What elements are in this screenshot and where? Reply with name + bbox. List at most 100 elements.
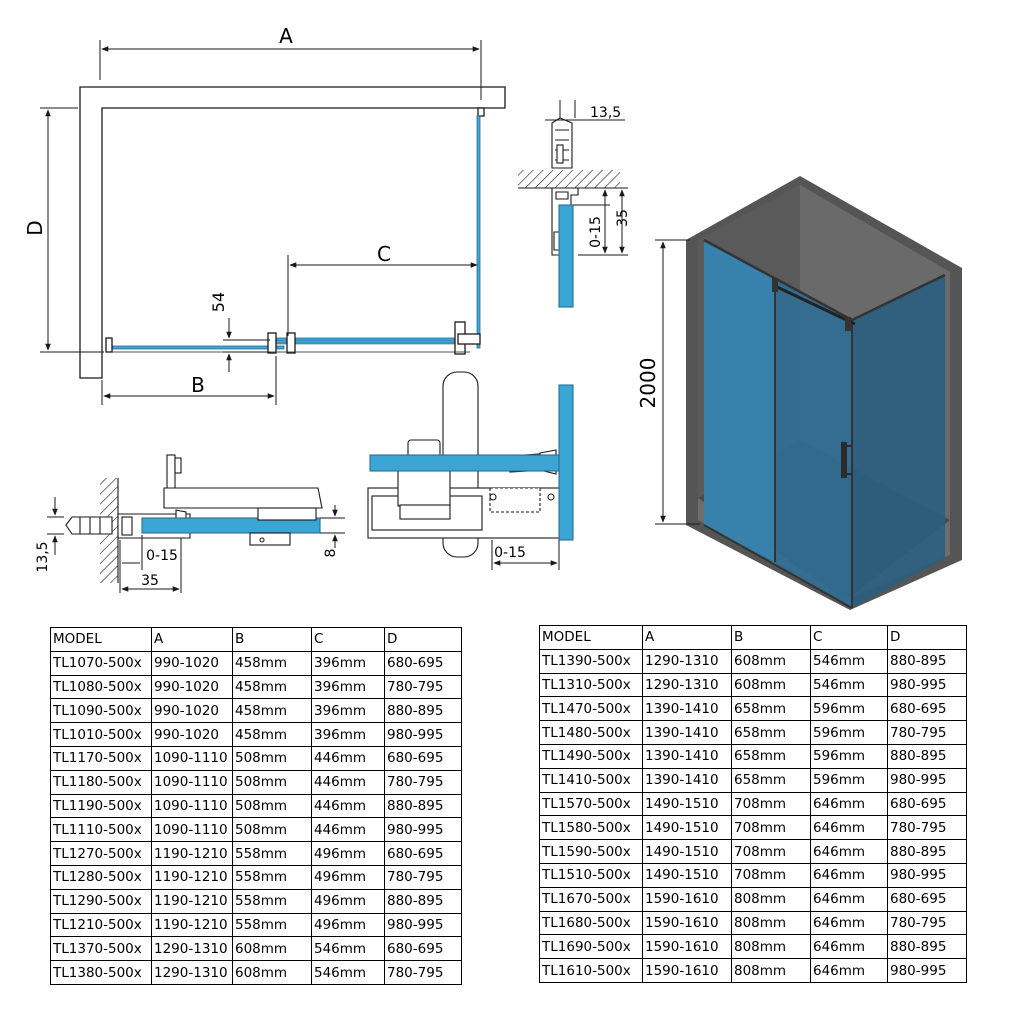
table-cell: TL1080-500x bbox=[50, 674, 152, 700]
table-cell: 608mm bbox=[232, 960, 312, 985]
table-cell: 1190-1210 bbox=[151, 841, 233, 866]
table-cell: 396mm bbox=[311, 674, 385, 700]
table-cell: TL1280-500x bbox=[50, 864, 152, 890]
table-cell: 880-895 bbox=[384, 888, 462, 914]
table-cell: TL1680-500x bbox=[539, 910, 643, 936]
table-cell: 508mm bbox=[232, 793, 312, 819]
plan-label-b: B bbox=[191, 373, 205, 397]
table-cell: 880-895 bbox=[887, 648, 967, 674]
table-cell: TL1010-500x bbox=[50, 722, 152, 747]
table-cell: 680-695 bbox=[384, 936, 462, 962]
table-cell: 708mm bbox=[731, 839, 811, 864]
table-cell: 546mm bbox=[810, 672, 888, 698]
plan-front-glass-door bbox=[271, 337, 478, 342]
table-cell: 1190-1210 bbox=[151, 864, 233, 890]
table-cell: 780-795 bbox=[887, 910, 967, 936]
table-cell: 558mm bbox=[232, 864, 312, 890]
column-header: D bbox=[887, 625, 967, 650]
profile-bottom-left-dim-depth: 35 bbox=[141, 573, 159, 589]
table-cell: 680-695 bbox=[384, 745, 462, 771]
table-cell: TL1480-500x bbox=[539, 720, 643, 745]
profile-bottom-left-glass bbox=[141, 517, 321, 534]
table-cell: TL1690-500x bbox=[539, 934, 643, 960]
column-header: MODEL bbox=[539, 625, 643, 650]
table-cell: 880-895 bbox=[887, 839, 967, 864]
table-cell: 680-695 bbox=[887, 886, 967, 912]
plan-wall bbox=[79, 86, 506, 379]
column-header: C bbox=[810, 625, 888, 650]
table-cell: TL1590-500x bbox=[539, 839, 643, 864]
table-cell: 646mm bbox=[810, 815, 888, 841]
table-cell: 708mm bbox=[731, 815, 811, 841]
profile-bottom-left-dimensions bbox=[47, 497, 345, 593]
table-cell: 880-895 bbox=[384, 698, 462, 724]
table-cell: 596mm bbox=[810, 743, 888, 769]
table-cell: 658mm bbox=[731, 743, 811, 769]
table-cell: 1590-1610 bbox=[642, 934, 732, 960]
table-cell: 458mm bbox=[232, 650, 312, 676]
roller-detail bbox=[367, 371, 574, 558]
table-cell: 546mm bbox=[810, 648, 888, 674]
table-cell: TL1110-500x bbox=[50, 817, 152, 843]
table-cell: TL1270-500x bbox=[50, 841, 152, 866]
table-cell: TL1390-500x bbox=[539, 648, 643, 674]
render-side-glass bbox=[852, 275, 945, 608]
plan-label-a: A bbox=[279, 24, 293, 48]
profile-bottom-left-dim-adjust: 0-15 bbox=[146, 548, 178, 564]
table-cell: 1390-1410 bbox=[642, 767, 732, 793]
table-cell: TL1210-500x bbox=[50, 912, 152, 938]
table-cell: 1590-1610 bbox=[642, 910, 732, 936]
render-height-dimension bbox=[655, 239, 700, 525]
table-cell: 808mm bbox=[731, 886, 811, 912]
column-header: C bbox=[311, 627, 385, 652]
table-cell: TL1510-500x bbox=[539, 862, 643, 888]
table-cell: 1290-1310 bbox=[151, 960, 233, 985]
table-cell: 396mm bbox=[311, 698, 385, 724]
table-cell: 1390-1410 bbox=[642, 743, 732, 769]
table-cell: 808mm bbox=[731, 958, 811, 983]
technical-drawing: A D C B 54 13,5 0-15 35 bbox=[23, 24, 962, 610]
table-cell: 780-795 bbox=[887, 720, 967, 745]
table-cell: TL1610-500x bbox=[539, 958, 643, 983]
table-cell: 880-895 bbox=[384, 793, 462, 819]
table-cell: 646mm bbox=[810, 910, 888, 936]
table-cell: 980-995 bbox=[384, 912, 462, 938]
table-cell: TL1290-500x bbox=[50, 888, 152, 914]
table-cell: 496mm bbox=[311, 864, 385, 890]
profile-top-dim-adjust: 0-15 bbox=[588, 216, 604, 248]
table-cell: 1590-1610 bbox=[642, 958, 732, 983]
shower-render bbox=[686, 176, 962, 610]
table-cell: 680-695 bbox=[384, 650, 462, 676]
table-cell: 1490-1510 bbox=[642, 839, 732, 864]
profile-bottom-left-detail bbox=[65, 454, 323, 583]
table-cell: 446mm bbox=[311, 817, 385, 843]
render-dim-height: 2000 bbox=[636, 358, 660, 409]
table-cell: 458mm bbox=[232, 698, 312, 724]
table-cell: 980-995 bbox=[887, 862, 967, 888]
table-cell: 658mm bbox=[731, 767, 811, 793]
table-cell: 990-1020 bbox=[151, 650, 233, 676]
table-cell: TL1090-500x bbox=[50, 698, 152, 724]
table-cell: TL1190-500x bbox=[50, 793, 152, 819]
table-cell: 596mm bbox=[810, 696, 888, 722]
table-cell: TL1470-500x bbox=[539, 696, 643, 722]
table-cell: 1590-1610 bbox=[642, 886, 732, 912]
table-cell: 496mm bbox=[311, 888, 385, 914]
table-cell: 780-795 bbox=[384, 960, 462, 985]
table-cell: 1090-1110 bbox=[151, 793, 233, 819]
table-cell: 1190-1210 bbox=[151, 912, 233, 938]
profile-top-dim-13-5: 13,5 bbox=[590, 105, 621, 121]
